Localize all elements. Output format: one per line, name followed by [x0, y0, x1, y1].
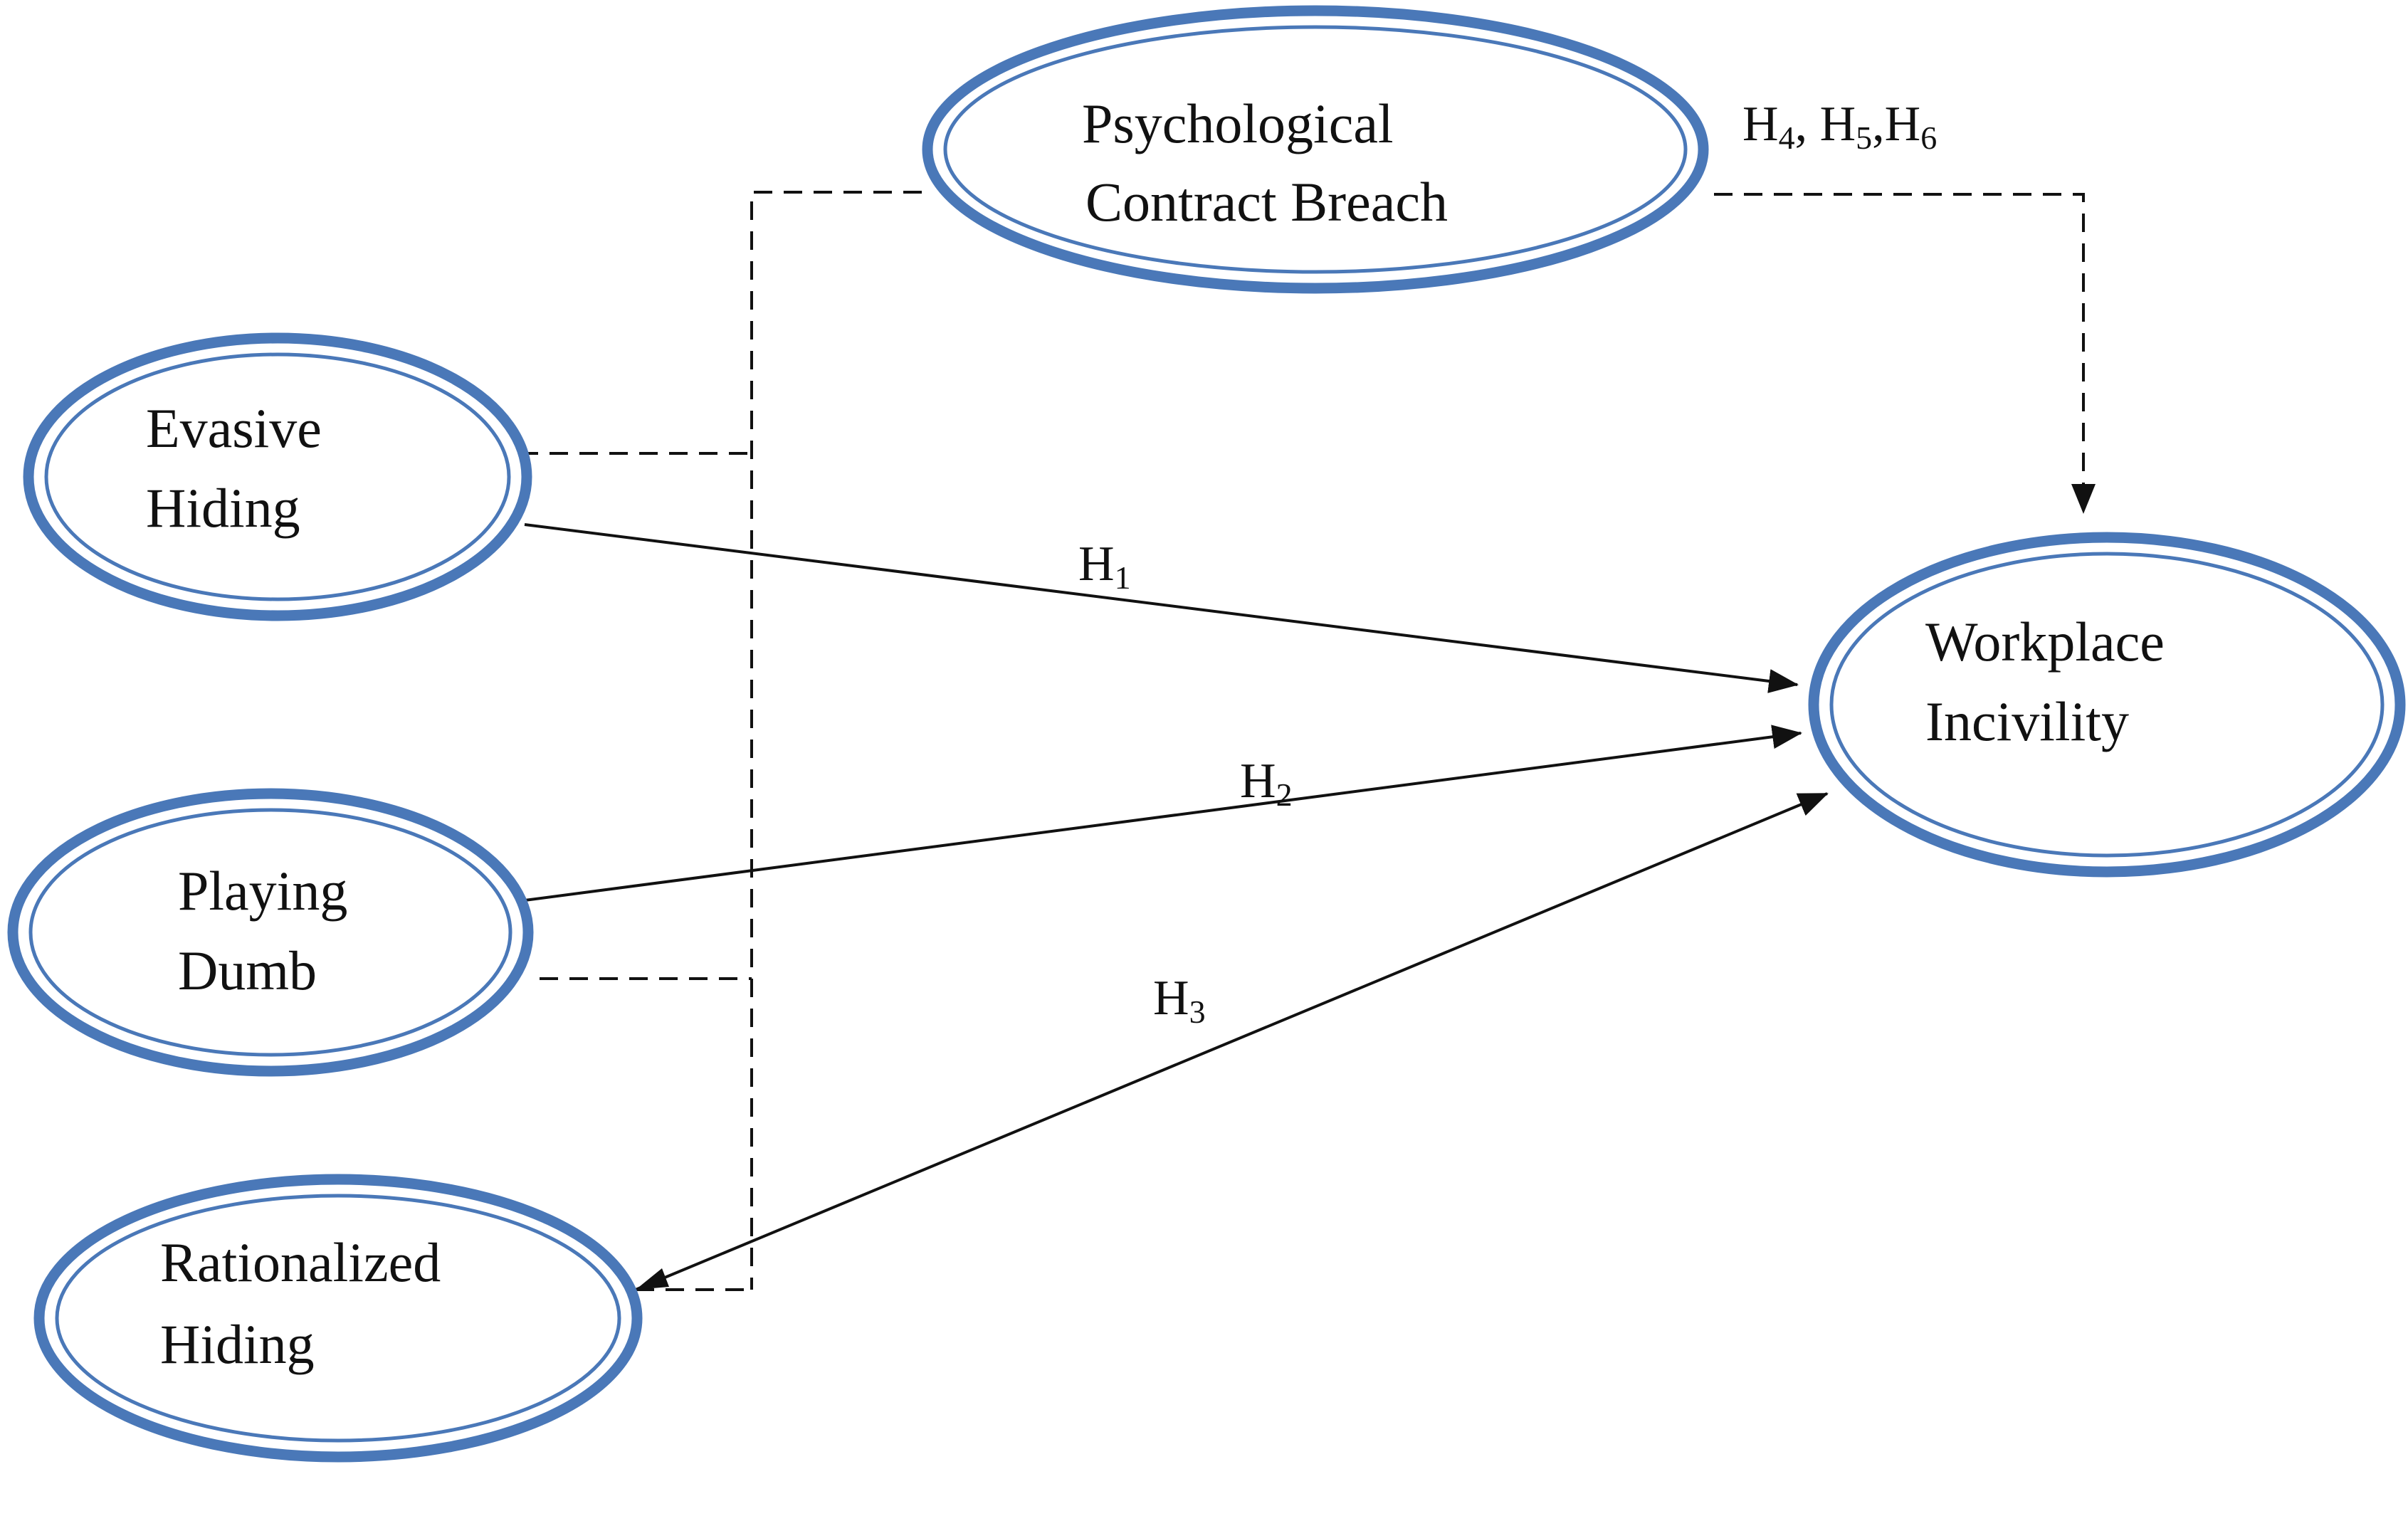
edge-label-h6-subscript: 6 [1920, 120, 1937, 156]
edge-label-h4-subscript: 4 [1779, 120, 1795, 156]
ellipse-outer-ring [23, 332, 532, 621]
ellipse-outer-ring [7, 788, 534, 1077]
svg-text:Psychological: Psychological [1082, 93, 1394, 154]
node-label-line1: Playing [178, 860, 347, 922]
ellipse-inner-ring [28, 808, 512, 1057]
edge-label-h4-base: H [1742, 97, 1779, 152]
svg-text:Hiding: Hiding [146, 477, 300, 539]
edge-label-base: H [1153, 971, 1189, 1026]
ellipse-outer-ring [33, 1174, 643, 1463]
edge-label-subscript: 3 [1189, 994, 1206, 1030]
dashed-edge-pcb-to-bracket [750, 191, 922, 1290]
hypothesis-paths [524, 523, 1829, 1291]
arrow-h2 [524, 725, 1802, 902]
svg-text:Incivility: Incivility [1925, 690, 2129, 752]
edge-label-subscript: 1 [1115, 559, 1131, 596]
node-label-line1: Workplace [1925, 611, 2165, 673]
arrow-h1 [524, 523, 1799, 693]
svg-text:Dumb: Dumb [178, 939, 317, 1001]
edge-label-h5-base: H [1820, 97, 1856, 152]
node-label-line2: Dumb [178, 939, 317, 1001]
node-rationalized-hiding: Rationalized Hiding [33, 1174, 643, 1463]
ellipse-outer-ring [922, 5, 1709, 294]
node-label-line1: Rationalized [160, 1231, 441, 1293]
svg-text:Evasive: Evasive [146, 397, 322, 459]
ellipse-outer-ring [1808, 532, 2406, 878]
svg-text:Contract Breach: Contract Breach [1085, 171, 1448, 233]
edge-label-base: H [1240, 754, 1276, 809]
edge-label-h1: H1 [1078, 537, 1131, 596]
node-playing-dumb: Playing Dumb [7, 788, 534, 1077]
arrow-h3 [635, 792, 1829, 1291]
svg-text:Rationalized: Rationalized [160, 1231, 441, 1293]
edge-label-separator: , [1872, 97, 1885, 152]
edge-label-h6-base: H [1885, 97, 1921, 152]
node-label-line2: Contract Breach [1085, 171, 1448, 233]
node-label-line2: Incivility [1925, 690, 2129, 752]
edge-label-base: H [1078, 537, 1115, 591]
node-evasive-hiding: Evasive Hiding [23, 332, 532, 621]
edge-label-moderation: H4, H5,H6 [1742, 97, 1937, 156]
edge-label-separator: , [1795, 97, 1820, 152]
dashed-edge-pcb-to-workplace-incivility [1714, 193, 2096, 514]
edge-label-h2: H2 [1240, 754, 1293, 813]
node-label-line1: Psychological [1082, 93, 1394, 154]
ellipse-inner-ring [943, 25, 1688, 274]
svg-text:Playing: Playing [178, 860, 347, 922]
arrowhead-h3-tail [636, 1268, 669, 1290]
svg-text:Workplace: Workplace [1925, 611, 2165, 673]
node-psychological-contract-breach: Psychological Contract Breach [922, 5, 1709, 294]
ellipse-inner-ring [44, 352, 511, 601]
ellipse-inner-ring [1829, 552, 2385, 858]
node-workplace-incivility: Workplace Incivility [1808, 532, 2406, 878]
node-label-line2: Hiding [146, 477, 300, 539]
edge-label-subscript: 2 [1276, 777, 1293, 813]
moderation-paths [520, 191, 2096, 1291]
node-label-line2: Hiding [160, 1313, 315, 1375]
node-label-line1: Evasive [146, 397, 322, 459]
svg-text:Hiding: Hiding [160, 1313, 315, 1375]
ellipse-inner-ring [55, 1194, 621, 1443]
edge-label-h5-subscript: 5 [1856, 120, 1872, 156]
edge-label-h3: H3 [1153, 971, 1206, 1030]
